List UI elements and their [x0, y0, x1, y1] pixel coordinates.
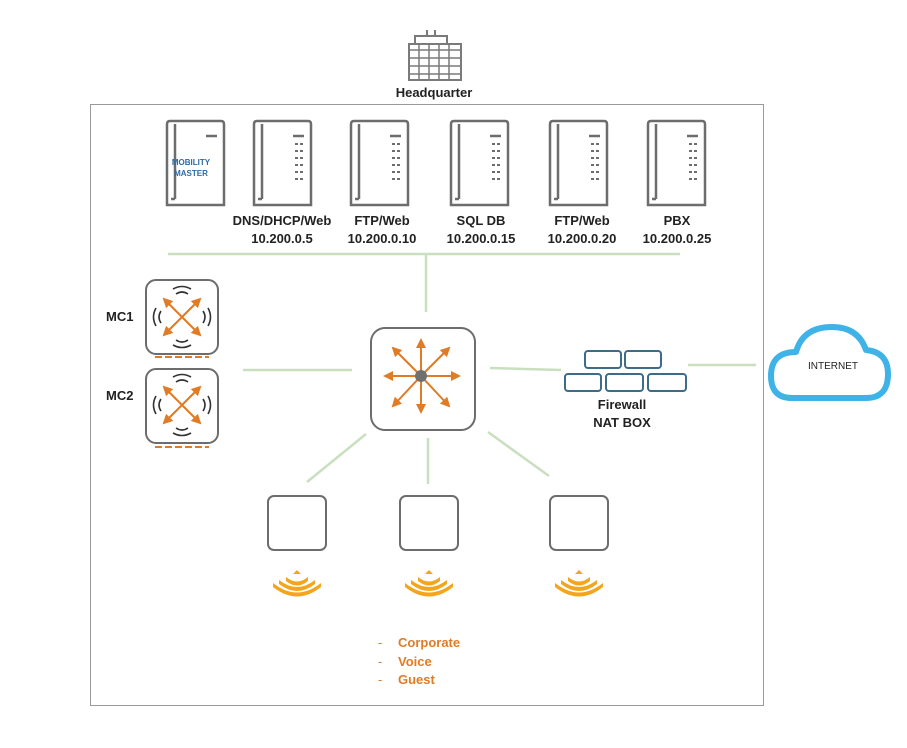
mc1-controller-icon: [145, 279, 219, 358]
headquarter-boundary: [90, 104, 764, 706]
access-point-1-icon: [267, 495, 327, 597]
mc2-label: MC2: [106, 388, 134, 403]
ssid-label: Guest: [398, 672, 435, 687]
access-point-3-icon: [549, 495, 609, 597]
internet-label: INTERNET: [808, 361, 858, 372]
mc1-label: MC1: [106, 309, 134, 324]
switch-to-firewall-line: [489, 366, 562, 372]
headquarter-label: Headquarter: [395, 85, 473, 100]
core-switch-icon: [370, 327, 476, 431]
ssid-label: Corporate: [398, 635, 461, 650]
ssid-label: Voice: [398, 654, 432, 669]
switch-to-ap3-line: [487, 430, 550, 478]
firewall-icon: [564, 350, 687, 392]
mc2-controller-icon: [145, 368, 219, 448]
internet-cloud-icon: [768, 324, 891, 401]
ssid-item: -Corporate: [378, 635, 461, 650]
switch-to-ap1-line: [306, 433, 367, 483]
mobility-master-server-icon: [165, 119, 226, 207]
ssid-item: -Voice: [378, 654, 432, 669]
headquarter-building-icon: [408, 30, 462, 81]
connection-lines: [168, 252, 756, 484]
mobility-master-label: MOBILITY MASTER: [171, 158, 211, 178]
ssid-item: -Guest: [378, 672, 435, 687]
access-point-2-icon: [399, 495, 459, 597]
